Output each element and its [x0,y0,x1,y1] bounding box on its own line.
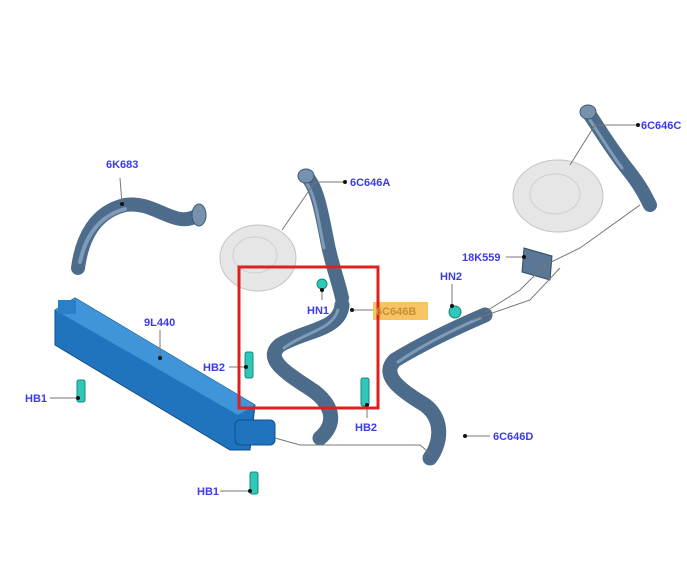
label-hb1-bottom[interactable]: HB1 [197,486,219,498]
nut-hn2[interactable] [448,305,462,319]
bolt-hb2-left[interactable] [244,351,254,379]
hose-6c646b[interactable] [266,297,350,446]
label-6c646b[interactable]: 6C646B [376,306,416,318]
bracket-18k559[interactable] [521,247,553,281]
label-hb1-left[interactable]: HB1 [25,393,47,405]
label-18k559[interactable]: 18K559 [462,252,501,264]
bolt-hb1-bottom[interactable] [249,471,259,495]
label-hb2-left[interactable]: HB2 [203,362,225,374]
label-hb2-right[interactable]: HB2 [355,422,377,434]
turbocharger-right-ghost [512,159,604,233]
hose-6c646d[interactable] [382,307,493,466]
hose-6k683[interactable] [71,197,207,275]
selection-box [237,265,380,410]
hose-6c646c[interactable] [579,104,657,212]
label-hn1[interactable]: HN1 [307,305,329,317]
label-6c646d[interactable]: 6C646D [493,431,533,443]
nut-hn1[interactable] [316,278,328,290]
label-highlight [373,302,428,320]
label-9l440[interactable]: 9L440 [144,317,175,329]
bolt-hb2-right[interactable] [360,377,370,407]
hose-6c646a[interactable] [297,168,349,305]
turbocharger-left-ghost [219,224,297,292]
label-6k683[interactable]: 6K683 [106,159,138,171]
label-6c646a[interactable]: 6C646A [350,177,390,189]
label-hn2[interactable]: HN2 [440,271,462,283]
intercooler-9l440[interactable] [54,297,276,451]
label-6c646c[interactable]: 6C646C [641,120,681,132]
